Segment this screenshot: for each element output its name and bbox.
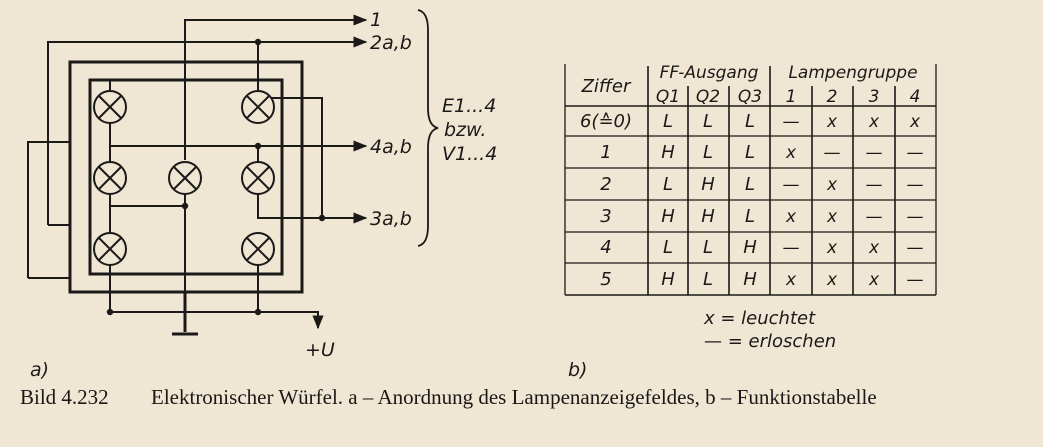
lamp-icon <box>241 161 275 195</box>
cell-ff-output: L <box>745 206 755 227</box>
header-lamp-col: 3 <box>869 87 880 107</box>
cell-ff-output: H <box>661 142 675 163</box>
brace <box>417 9 439 247</box>
output-label: 3a,b <box>370 208 412 230</box>
brace-label: bzw. <box>444 119 486 141</box>
cell-ziffer: 3 <box>600 206 611 227</box>
brace-label: E1...4 <box>442 95 496 117</box>
header-lamp-col: 1 <box>786 87 797 107</box>
cell-lamp-state: — <box>907 270 924 290</box>
wire-output-2ab <box>47 36 368 225</box>
wire-output-1 <box>184 14 368 160</box>
part-a-label: a) <box>30 359 49 380</box>
output-label: 2a,b <box>370 32 412 54</box>
supply-label: +U <box>305 339 335 361</box>
lamp-icon <box>168 161 202 195</box>
cell-ff-output: L <box>703 237 713 258</box>
cell-lamp-state: — <box>907 238 924 258</box>
cell-ff-output: H <box>661 206 675 227</box>
cell-ff-output: L <box>703 269 713 290</box>
cell-ff-output: L <box>663 111 673 132</box>
cell-ff-output: L <box>745 174 755 195</box>
cell-lamp-state: x <box>785 143 797 163</box>
lamp-icon <box>93 232 127 266</box>
header-lampengruppe: Lampengruppe <box>788 63 917 83</box>
header-ff-col: Q1 <box>656 87 680 107</box>
cell-ff-output: H <box>661 269 675 290</box>
wire-supply <box>110 311 324 330</box>
cell-lamp-state: x <box>826 112 838 132</box>
cell-ziffer: 2 <box>600 174 611 195</box>
output-label: 1 <box>370 9 382 31</box>
legend-leuchtet: x = leuchtet <box>703 308 816 329</box>
output-label: 4a,b <box>370 136 412 158</box>
lamps <box>93 90 275 266</box>
cell-lamp-state: x <box>785 270 797 290</box>
ground-symbol <box>172 292 198 336</box>
cell-lamp-state: x <box>785 207 797 227</box>
cell-lamp-state: x <box>909 112 921 132</box>
part-b-label: b) <box>568 359 587 380</box>
lamp-icon <box>241 90 275 124</box>
wire-output-4ab <box>27 141 70 278</box>
cell-lamp-state: — <box>907 207 924 227</box>
header-ff-col: Q3 <box>738 87 762 107</box>
header-lamp-col: 2 <box>827 87 838 107</box>
junction-dots <box>106 38 326 316</box>
cell-ff-output: H <box>743 269 757 290</box>
cell-ff-output: L <box>703 142 713 163</box>
cell-ziffer: 5 <box>600 269 611 290</box>
cell-ff-output: L <box>703 111 713 132</box>
cell-lamp-state: — <box>866 175 883 195</box>
cell-lamp-state: — <box>783 112 800 132</box>
cell-lamp-state: x <box>826 207 838 227</box>
cell-ff-output: H <box>743 237 757 258</box>
cell-ziffer: 1 <box>600 142 611 163</box>
cell-lamp-state: x <box>826 238 838 258</box>
cell-lamp-state: — <box>783 238 800 258</box>
cell-lamp-state: x <box>868 270 880 290</box>
cell-lamp-state: x <box>826 175 838 195</box>
lamp-icon <box>241 232 275 266</box>
figure: 1 2a,b 4a,b 3a,b E1...4 bzw. V1...4 +U a… <box>27 9 937 380</box>
caption-text: Elektronischer Würfel. a – Anordnung des… <box>151 385 877 409</box>
cell-ff-output: H <box>701 174 715 195</box>
cell-lamp-state: — <box>866 143 883 163</box>
legend-erloschen: — = erloschen <box>704 331 836 352</box>
cell-lamp-state: x <box>868 112 880 132</box>
cell-ff-output: L <box>663 174 673 195</box>
cell-lamp-state: — <box>866 207 883 227</box>
cell-ff-output: L <box>745 111 755 132</box>
cell-ziffer: 6(≙0) <box>580 111 632 132</box>
cell-lamp-state: x <box>868 238 880 258</box>
cell-ziffer: 4 <box>600 237 611 258</box>
cell-lamp-state: x <box>826 270 838 290</box>
header-ziffer: Ziffer <box>581 76 632 97</box>
header-ff-ausgang: FF-Ausgang <box>660 63 759 83</box>
cell-ff-output: L <box>663 237 673 258</box>
cell-lamp-state: — <box>783 175 800 195</box>
lamp-icon <box>93 90 127 124</box>
cell-lamp-state: — <box>907 175 924 195</box>
header-lamp-col: 4 <box>910 87 921 107</box>
cell-lamp-state: — <box>907 143 924 163</box>
cell-lamp-state: — <box>824 143 841 163</box>
cell-ff-output: H <box>701 206 715 227</box>
lamp-icon <box>93 161 127 195</box>
header-ff-col: Q2 <box>696 87 720 107</box>
caption-number: Bild 4.232 <box>20 385 109 409</box>
table-grid <box>564 64 937 296</box>
cell-ff-output: L <box>745 142 755 163</box>
brace-label: V1...4 <box>442 143 497 165</box>
